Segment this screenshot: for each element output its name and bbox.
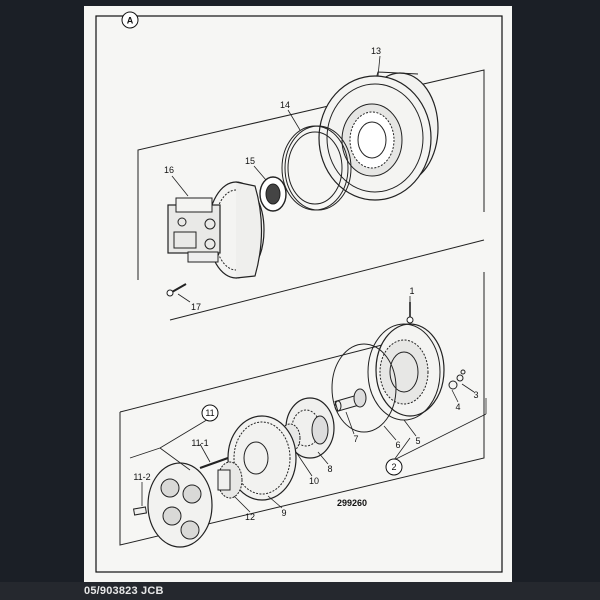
- callout-1: 1: [409, 286, 414, 296]
- part-9-gear: [227, 415, 297, 501]
- part-11-planet-assembly: [147, 462, 213, 548]
- lower-group-outline-top: [119, 344, 383, 413]
- part-12-pinion: [217, 461, 243, 499]
- image-caption: 05/903823 JCB: [0, 582, 600, 600]
- part-11-2-pin: [132, 506, 148, 516]
- callout-9: 9: [281, 508, 286, 518]
- callout-2-circled: 2: [385, 458, 403, 476]
- callout-11-circled: 11: [201, 404, 219, 422]
- callout-2: 2: [391, 462, 396, 472]
- part-17-bolt: [166, 283, 187, 297]
- part-7-sun-shaft: [334, 388, 367, 412]
- callout-11-2: 11-2: [133, 472, 150, 482]
- upper-group-outline-bottom: [169, 239, 485, 321]
- part-6-o-ring: [331, 343, 397, 433]
- callout-12: 12: [245, 512, 255, 522]
- lower-group-outline: [119, 272, 485, 546]
- part-16-motor-assembly: [167, 181, 265, 279]
- part-13-drum-housing: [318, 71, 439, 201]
- callout-4: 4: [455, 402, 460, 412]
- callout-6: 6: [395, 440, 400, 450]
- outer-frame: [95, 15, 503, 573]
- callout-13: 13: [371, 46, 381, 56]
- callout-11-1: 11-1: [191, 438, 208, 448]
- callout-7: 7: [353, 434, 358, 444]
- leader-lines: [129, 55, 487, 513]
- part-1-bolt: [406, 302, 414, 324]
- callout-8: 8: [327, 464, 332, 474]
- upper-group-outline: [137, 69, 485, 280]
- callout-17: 17: [191, 302, 201, 312]
- drawing-number: 299260: [337, 498, 367, 508]
- callout-10: 10: [309, 476, 319, 486]
- callout-11: 11: [205, 408, 214, 418]
- panel-label-text: A: [127, 16, 134, 26]
- part-11-1-pin: [199, 456, 229, 470]
- callout-3: 3: [473, 390, 478, 400]
- callout-15: 15: [245, 156, 255, 166]
- part-3-4-fasteners: [448, 369, 466, 390]
- part-14-seal-ring: [281, 125, 352, 211]
- part-5-cover: [367, 323, 445, 421]
- part-15-small-seal: [259, 176, 287, 212]
- callout-14: 14: [280, 100, 290, 110]
- callout-5: 5: [415, 436, 420, 446]
- callout-16: 16: [164, 165, 174, 175]
- panel-label-a: A: [121, 11, 139, 29]
